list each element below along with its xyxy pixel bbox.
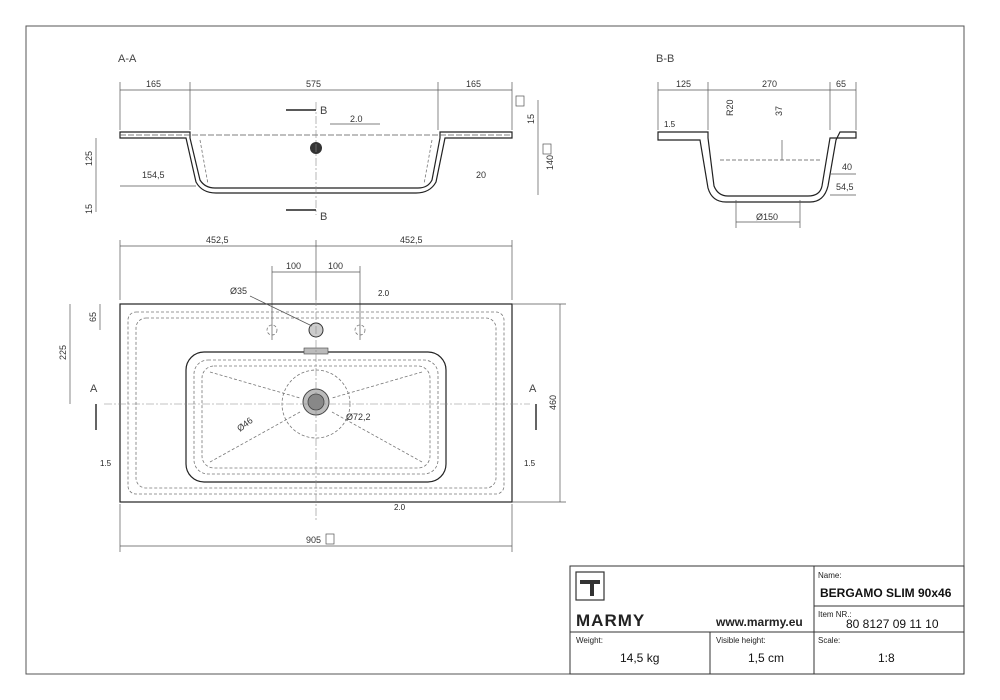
plan-view: 452,5 452,5 100 100 Ø35 Ø46 <box>58 235 566 552</box>
weight-value: 14,5 kg <box>620 651 659 665</box>
flat-plan-left: 1.5 <box>100 459 112 468</box>
cut-a-left: A <box>90 383 98 395</box>
name-value: BERGAMO SLIM 90x46 <box>820 586 952 600</box>
flat-plan-right: 1.5 <box>524 459 536 468</box>
dim-plan-d72: Ø72,2 <box>346 412 371 422</box>
dim-bb-40: 40 <box>842 162 852 172</box>
weight-label: Weight: <box>576 636 603 645</box>
dim-bb-54-5: 54,5 <box>836 182 854 192</box>
dim-aa-20: 20 <box>476 170 486 180</box>
dim-plan-d35: Ø35 <box>230 286 247 296</box>
section-a-a: A-A 165 575 165 2.0 B B 125 15 154,5 20 … <box>84 53 555 223</box>
flat-plan-top: 2.0 <box>378 289 390 298</box>
dim-aa-125: 125 <box>84 151 94 166</box>
dim-aa-15-left: 15 <box>84 204 94 214</box>
basin-section-outline <box>119 131 513 194</box>
flatness-aa: 2.0 <box>350 114 363 124</box>
dim-plan-100-left: 100 <box>286 261 301 271</box>
dim-plan-100-right: 100 <box>328 261 343 271</box>
basin-bb-outline <box>657 131 857 203</box>
dim-aa-575: 575 <box>306 79 321 89</box>
title-block: MARMY www.marmy.eu Name: BERGAMO SLIM 90… <box>569 565 965 675</box>
dim-bb-150: Ø150 <box>756 212 778 222</box>
flat-plan-bottom: 2.0 <box>394 503 406 512</box>
dim-plan-460: 460 <box>548 395 558 410</box>
dim-plan-d46: Ø46 <box>235 415 255 433</box>
cut-b-top: B <box>320 105 327 117</box>
dim-plan-225: 225 <box>58 345 68 360</box>
section-b-b-label: B-B <box>656 53 674 65</box>
dim-plan-452-5-right: 452,5 <box>400 235 423 245</box>
item-label: Item NR.: <box>818 610 852 619</box>
dim-plan-65: 65 <box>88 312 98 322</box>
dim-plan-452-5-left: 452,5 <box>206 235 229 245</box>
name-label: Name: <box>818 571 842 580</box>
dim-bb-125: 125 <box>676 79 691 89</box>
section-a-a-label: A-A <box>118 53 137 65</box>
cut-a-right: A <box>529 383 537 395</box>
visible-height-label: Visible height: <box>716 636 766 645</box>
item-value: 80 8127 09 11 10 <box>846 617 939 631</box>
dim-bb-1-5: 1.5 <box>664 120 676 129</box>
brand-name: MARMY <box>576 611 645 630</box>
brand-website: www.marmy.eu <box>715 615 803 629</box>
dim-aa-165-right: 165 <box>466 79 481 89</box>
cut-b-bottom: B <box>320 211 327 223</box>
dim-bb-r20: R20 <box>725 99 735 116</box>
visible-height-value: 1,5 cm <box>748 651 784 665</box>
section-b-b: B-B 125 270 65 R20 37 1.5 40 54,5 Ø150 <box>656 53 857 228</box>
dim-bb-37: 37 <box>774 106 784 116</box>
dim-bb-270: 270 <box>762 79 777 89</box>
dim-aa-15-right: 15 <box>526 114 536 124</box>
scale-label: Scale: <box>818 636 840 645</box>
dim-aa-140: 140 <box>545 155 555 170</box>
dim-bb-65: 65 <box>836 79 846 89</box>
dim-aa-154-5: 154,5 <box>142 170 165 180</box>
dim-plan-905: 905 <box>306 535 321 545</box>
scale-value: 1:8 <box>878 651 895 665</box>
drawing-frame <box>25 25 965 675</box>
dim-aa-165-left: 165 <box>146 79 161 89</box>
marmy-logo-icon <box>575 571 605 601</box>
